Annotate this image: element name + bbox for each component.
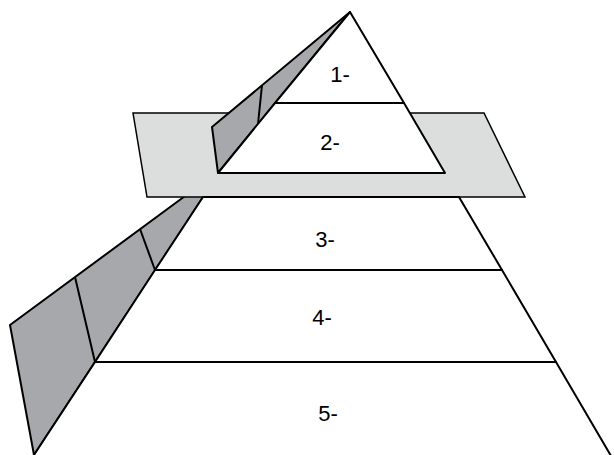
pyramid-level: 4-: [95, 270, 556, 362]
level-number: 3-: [315, 229, 335, 251]
level-number: 5-: [318, 403, 338, 425]
wall-divider: [140, 229, 155, 270]
wall-divider: [75, 277, 95, 362]
level-number: 1-: [330, 64, 350, 86]
level-number: 2-: [320, 132, 340, 154]
level-number: 4-: [312, 307, 332, 329]
level-outline: [275, 12, 404, 103]
pyramid-level: 2-: [218, 103, 445, 173]
pyramid-level: 3-: [155, 197, 502, 270]
pyramid-level: 5-: [30, 362, 614, 455]
pyramid-level: 1-: [275, 12, 404, 103]
